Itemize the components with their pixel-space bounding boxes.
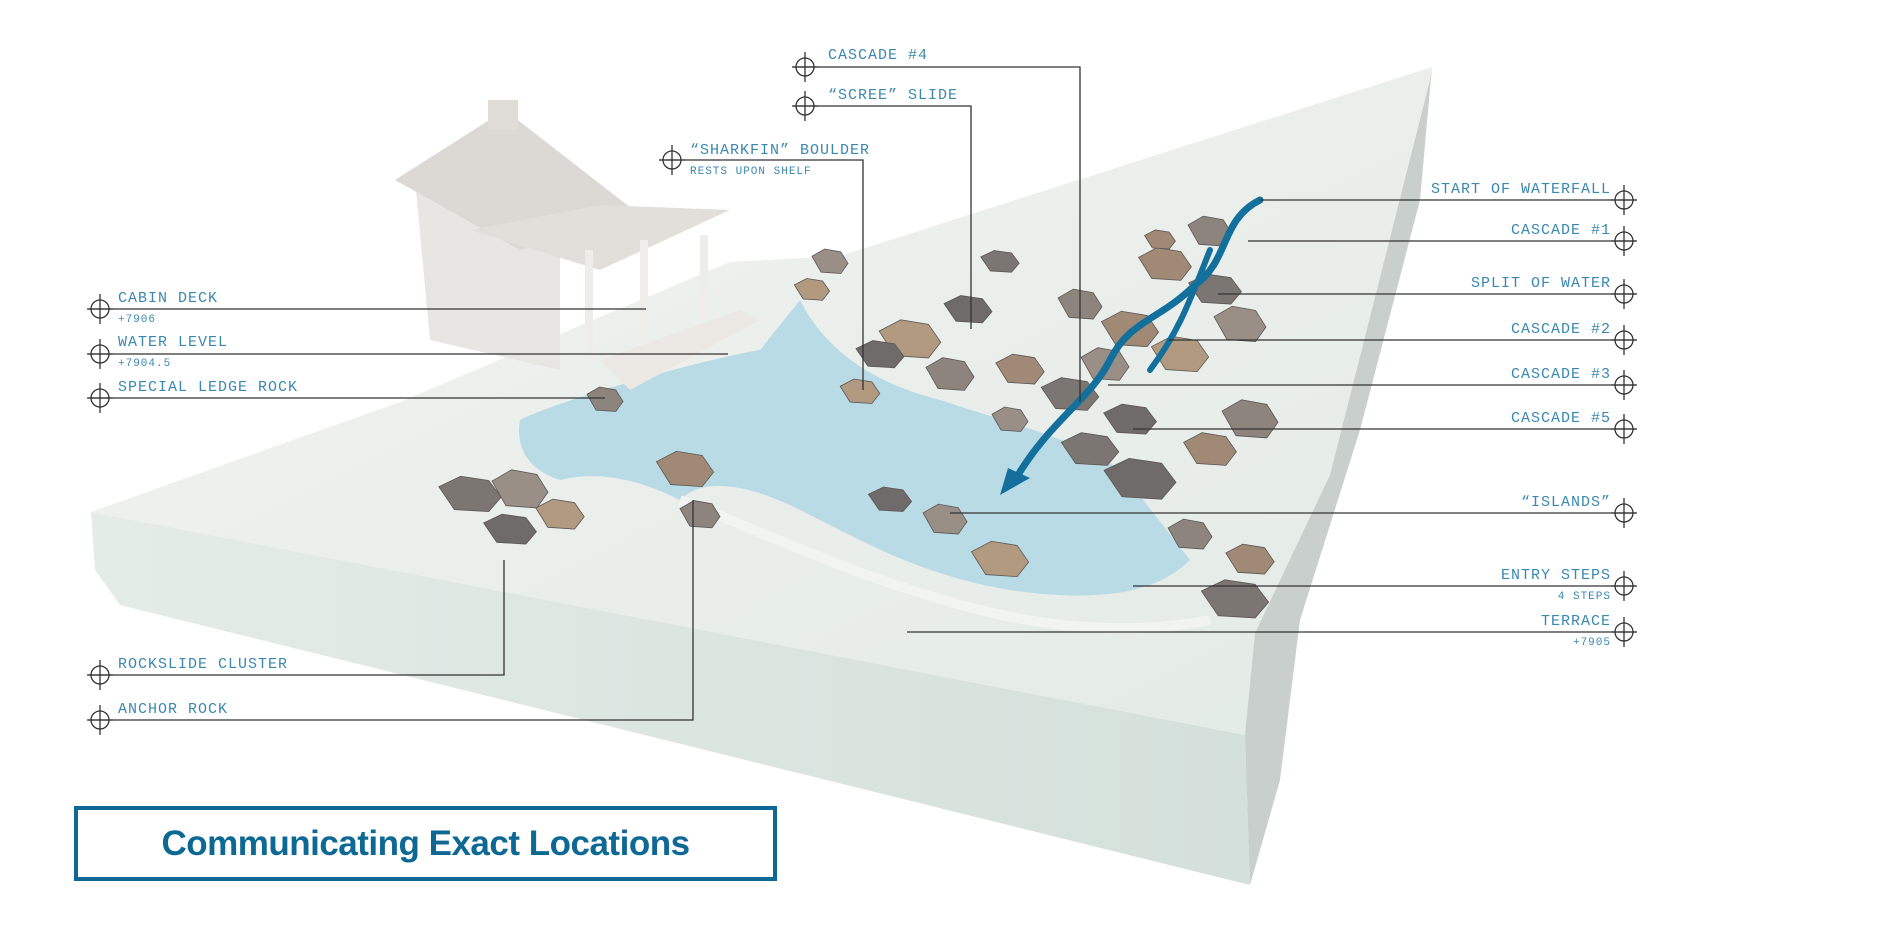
scree-slide-leader-line	[793, 105, 972, 329]
rock	[1060, 432, 1120, 466]
callout-special-ledge-rock-label: SPECIAL LEDGE ROCK	[118, 379, 299, 396]
rock	[679, 500, 721, 529]
callout-cascade-3-label: CASCADE #3	[1510, 366, 1611, 383]
callout-water-level-label: WATER LEVEL	[118, 334, 229, 351]
callout-scree-slide-label: “SCREE” SLIDE	[828, 87, 959, 104]
callout-entry-steps-label: ENTRY STEPS	[1500, 567, 1611, 584]
callout-cascade-4-label: CASCADE #4	[828, 47, 929, 64]
waterfall-arrow	[1000, 196, 1264, 495]
rock	[1040, 377, 1100, 411]
leader-lines	[87, 52, 1637, 735]
callout-cabin-deck-label: CABIN DECK	[118, 290, 219, 307]
pool-water	[519, 300, 1211, 634]
callout-sharkfin-boulder-note: RESTS UPON SHELF	[690, 166, 812, 178]
rock	[793, 278, 831, 301]
rockslide-cluster-leader-line	[88, 560, 505, 676]
rock	[1103, 403, 1157, 435]
anchor-rock-leader-line	[88, 500, 694, 721]
callout-rockslide-cluster-label: ROCKSLIDE CLUSTER	[118, 656, 289, 673]
title-box: Communicating Exact Locations	[74, 806, 777, 881]
callout-cascade-1-label: CASCADE #1	[1510, 222, 1611, 239]
rock	[811, 248, 849, 274]
rock	[922, 503, 968, 535]
rock	[1167, 518, 1213, 550]
callout-sharkfin-boulder-label: “SHARKFIN” BOULDER	[690, 142, 871, 159]
rock	[1103, 457, 1177, 500]
callout-cascade-2-label: CASCADE #2	[1510, 321, 1611, 338]
rock	[867, 486, 913, 512]
cabin	[395, 100, 760, 390]
callout-anchor-rock-label: ANCHOR ROCK	[118, 701, 229, 718]
cascade-4-leader-line	[793, 66, 1081, 402]
callout-terrace-label: TERRACE	[1540, 613, 1611, 630]
callout-entry-steps-count: 4 STEPS	[1557, 591, 1611, 603]
callout-cabin-deck-elevation: +7906	[118, 314, 157, 326]
rock	[970, 540, 1030, 578]
rock	[1200, 579, 1270, 619]
title-text: Communicating Exact Locations	[161, 823, 690, 863]
rock	[995, 353, 1045, 385]
rock	[1144, 229, 1176, 250]
rock	[1183, 432, 1237, 466]
callout-terrace-elevation: +7905	[1572, 637, 1611, 649]
sharkfin-boulder-leader-line	[660, 159, 864, 390]
callout-islands-label: “ISLANDS”	[1520, 494, 1611, 511]
rock-clusters	[438, 215, 1279, 619]
callout-start-of-waterfall-label: START OF WATERFALL	[1430, 181, 1611, 198]
rock	[491, 469, 549, 509]
rock	[1225, 543, 1275, 575]
rock	[925, 357, 975, 391]
callout-split-of-water-label: SPLIT OF WATER	[1470, 275, 1611, 292]
rock	[586, 386, 624, 412]
rock	[943, 295, 993, 324]
rock	[839, 378, 881, 404]
callout-cascade-5-label: CASCADE #5	[1510, 410, 1611, 427]
callout-water-level-elevation: +7904.5	[118, 358, 172, 370]
rock	[483, 513, 537, 545]
rock	[991, 406, 1029, 432]
rock	[980, 250, 1020, 273]
rock	[535, 498, 585, 530]
rock	[855, 340, 905, 369]
rock	[655, 450, 715, 488]
